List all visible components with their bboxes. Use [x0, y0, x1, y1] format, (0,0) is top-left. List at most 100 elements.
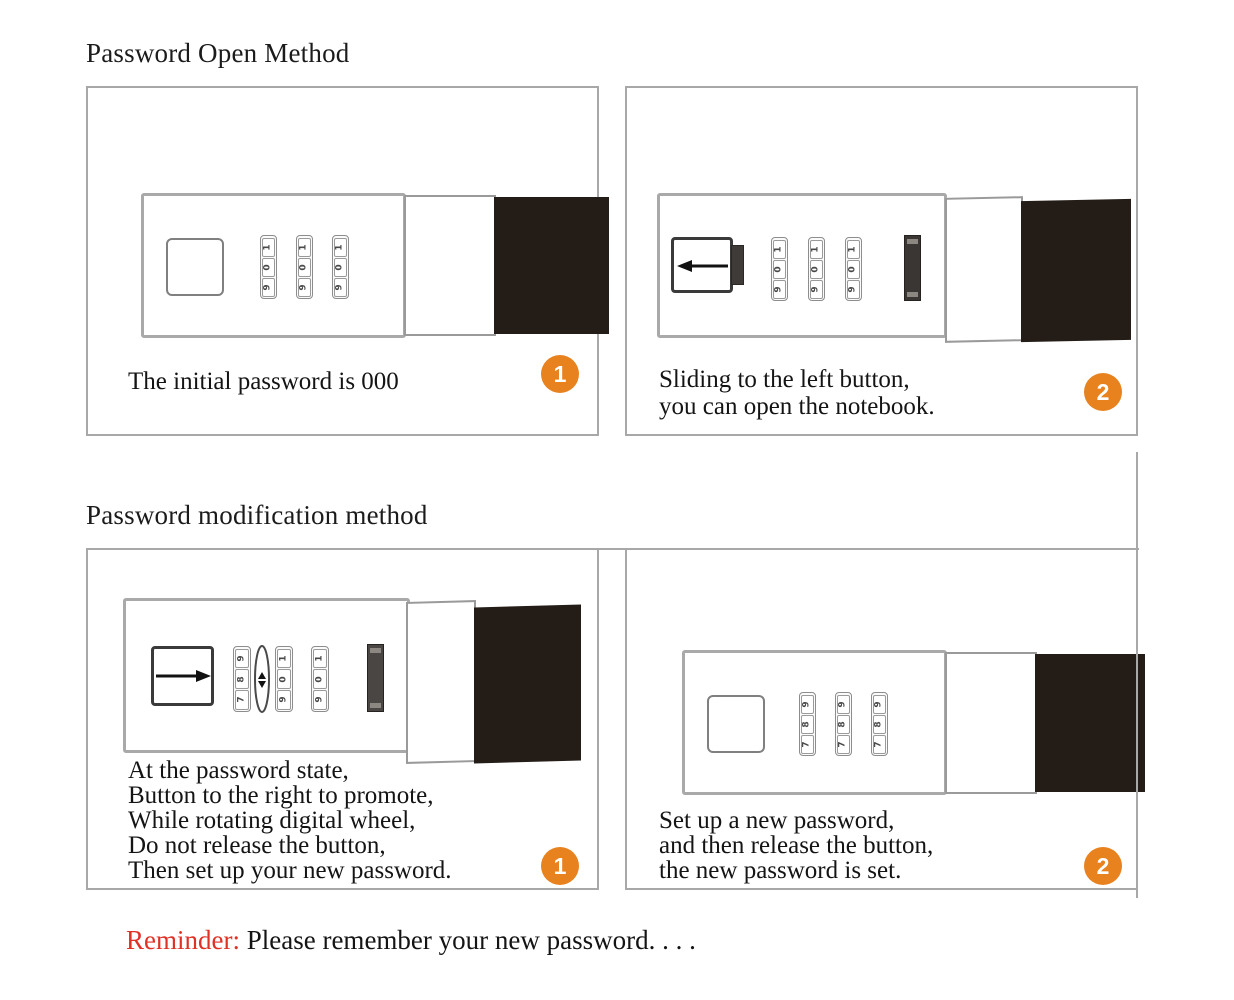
lock-illustration-3: 9 8 7 1 0 9 1 0 9	[123, 598, 581, 764]
dial-cell: 0	[277, 669, 291, 689]
dial-cell: 1	[313, 648, 327, 669]
arrow-left-icon	[677, 260, 728, 272]
dial-cell: 8	[801, 714, 814, 734]
combination-dial: 1 0 9	[275, 646, 293, 712]
combination-dial: 9 8 7	[233, 646, 251, 712]
combination-dial: 1 0 9	[296, 235, 313, 299]
dial-cell: 9	[298, 277, 311, 297]
dial-digit: 0	[278, 675, 289, 683]
combination-dial: 9 8 7	[799, 692, 816, 756]
dial-digit: 1	[298, 243, 309, 251]
latch-band	[907, 239, 918, 244]
dial-digit: 8	[837, 720, 848, 728]
dial-cell: 1	[847, 239, 860, 259]
combination-dial: 1 0 9	[771, 237, 788, 301]
panel-caption-1: The initial password is 000	[128, 369, 399, 394]
lock-cover-black	[1021, 198, 1131, 343]
dial-digit: 1	[773, 245, 784, 253]
dial-digit: 0	[773, 265, 784, 273]
dial-cell: 0	[262, 257, 275, 277]
caption-line: the new password is set.	[659, 857, 902, 884]
dial-cell: 0	[334, 257, 347, 277]
dial-cell: 1	[298, 237, 311, 257]
scan-artifact-line	[1136, 452, 1138, 898]
dial-digit: 8	[236, 675, 247, 683]
lock-press-button	[707, 695, 765, 753]
panel-step-3: 9 8 7 1 0 9 1 0 9	[86, 548, 599, 890]
panel-step-1: 1 0 9 1 0 9 1 0 9 The initial password i…	[86, 86, 609, 436]
dial-cell: 8	[235, 669, 249, 689]
section-heading-open: Password Open Method	[86, 38, 350, 68]
dial-cell: 7	[837, 734, 850, 754]
dial-cell: 9	[801, 694, 814, 714]
dial-cell: 1	[262, 237, 275, 257]
combination-dial: 9 8 7	[835, 692, 852, 756]
dial-digit: 9	[236, 655, 247, 662]
lock-flap	[945, 196, 1023, 343]
step-badge-4: 2	[1084, 847, 1122, 885]
caption-line: and then release the button,	[659, 832, 934, 859]
dial-cell: 9	[277, 689, 291, 710]
lock-cover-black	[1035, 654, 1145, 792]
lock-illustration-2: 1 0 9 1 0 9 1 0 9	[657, 193, 1131, 343]
dial-cell: 7	[801, 734, 814, 754]
step-badge-2: 2	[1084, 373, 1122, 411]
dial-cell: 9	[837, 694, 850, 714]
combination-dial: 1 0 9	[332, 235, 349, 299]
dial-cell: 9	[773, 279, 786, 299]
lock-illustration-4: 9 8 7 9 8 7 9 8 7	[682, 650, 1145, 798]
dial-digit: 9	[873, 700, 884, 708]
step-badge-3: 1	[541, 847, 579, 885]
lock-latch	[904, 235, 921, 301]
dial-cell: 0	[313, 669, 327, 689]
caption-line: Button to the right to promote,	[128, 782, 434, 809]
caption-line: At the password state,	[128, 757, 349, 784]
dial-cell: 1	[773, 239, 786, 259]
scan-artifact-line	[599, 548, 1139, 550]
dial-digit: 9	[334, 283, 345, 291]
caption-line: Do not release the button,	[128, 832, 386, 859]
lock-illustration-1: 1 0 9 1 0 9 1 0 9	[141, 193, 609, 338]
lock-press-button	[166, 238, 224, 296]
panel-caption-2: Sliding to the left button, you can open…	[659, 366, 935, 420]
dial-cell: 0	[298, 257, 311, 277]
arrow-right-icon	[156, 670, 211, 682]
combination-dial: 1 0 9	[260, 235, 277, 299]
dial-digit: 7	[873, 740, 884, 748]
dial-digit: 9	[278, 696, 289, 703]
dial-digit: 1	[314, 655, 325, 662]
dial-cell: 9	[262, 277, 275, 297]
reminder-label: Reminder:	[126, 925, 240, 955]
section-heading-modify: Password modification method	[86, 500, 428, 530]
dial-digit: 8	[873, 720, 884, 728]
combination-dial: 1 0 9	[311, 646, 329, 712]
lock-flap	[406, 600, 476, 764]
dial-digit: 0	[262, 263, 273, 271]
caption-line: While rotating digital wheel,	[128, 807, 416, 834]
rotation-indicator-icon	[254, 645, 270, 713]
dial-digit: 9	[837, 700, 848, 708]
latch-band	[370, 648, 381, 653]
dial-digit: 7	[236, 696, 247, 703]
dial-cell: 9	[873, 694, 886, 714]
dial-digit: 9	[314, 696, 325, 703]
dial-digit: 0	[810, 265, 821, 273]
dial-digit: 1	[847, 245, 858, 253]
dial-digit: 7	[837, 740, 848, 748]
dial-cell: 0	[773, 259, 786, 279]
dial-digit: 9	[847, 285, 858, 293]
slider-nub	[731, 245, 744, 285]
dial-cell: 9	[313, 689, 327, 710]
dial-cell: 1	[277, 648, 291, 669]
dial-cell: 9	[847, 279, 860, 299]
dial-digit: 1	[810, 245, 821, 253]
dial-digit: 0	[298, 263, 309, 271]
dial-cell: 7	[873, 734, 886, 754]
caption-line: Sliding to the left button,	[659, 366, 910, 393]
reminder-text: Please remember your new password. . . .	[246, 925, 696, 955]
dial-digit: 1	[278, 655, 289, 662]
dial-digit: 9	[298, 283, 309, 291]
caption-line: Then set up your new password.	[128, 857, 452, 884]
combination-dial: 9 8 7	[871, 692, 888, 756]
